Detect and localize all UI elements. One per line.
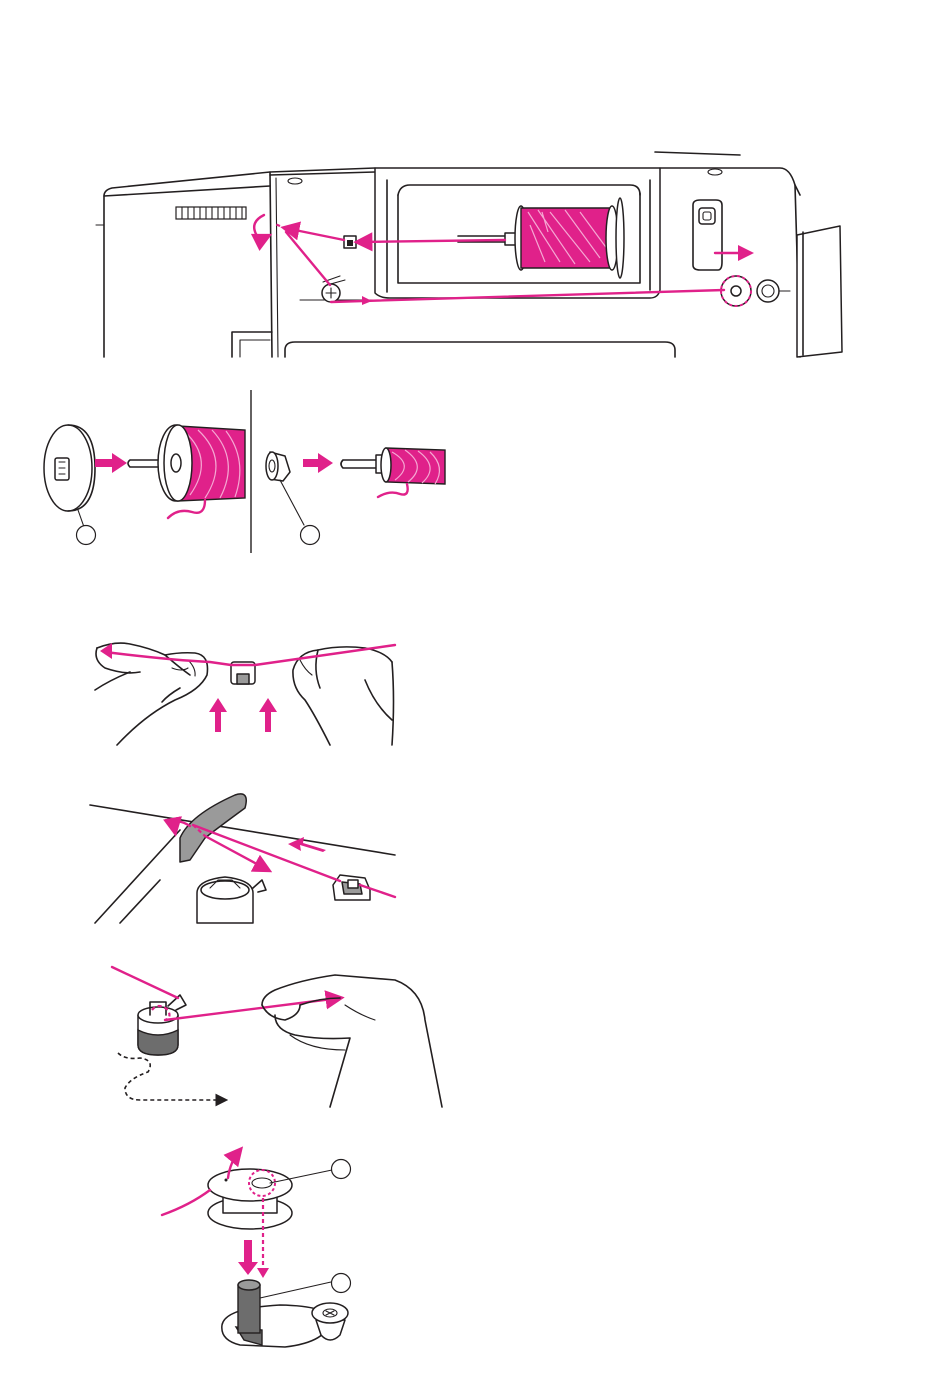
small-spool-cap-figure xyxy=(266,448,445,545)
callout-circle-2 xyxy=(301,526,320,545)
bobbin-on-spindle-figure xyxy=(162,1150,351,1347)
upper-thread-guide xyxy=(344,236,356,248)
bobbin-winder-hand-figure xyxy=(112,967,442,1107)
thread-guide-hands-figure xyxy=(95,643,395,745)
pretension-figure xyxy=(90,794,395,923)
machine-top-threading-figure xyxy=(96,152,842,357)
callout-circle-4 xyxy=(332,1274,351,1293)
dial-grille xyxy=(176,207,246,219)
callout-circle-3 xyxy=(332,1160,351,1179)
callout-circle-1 xyxy=(77,526,96,545)
large-spool-cap-figure xyxy=(44,425,245,545)
